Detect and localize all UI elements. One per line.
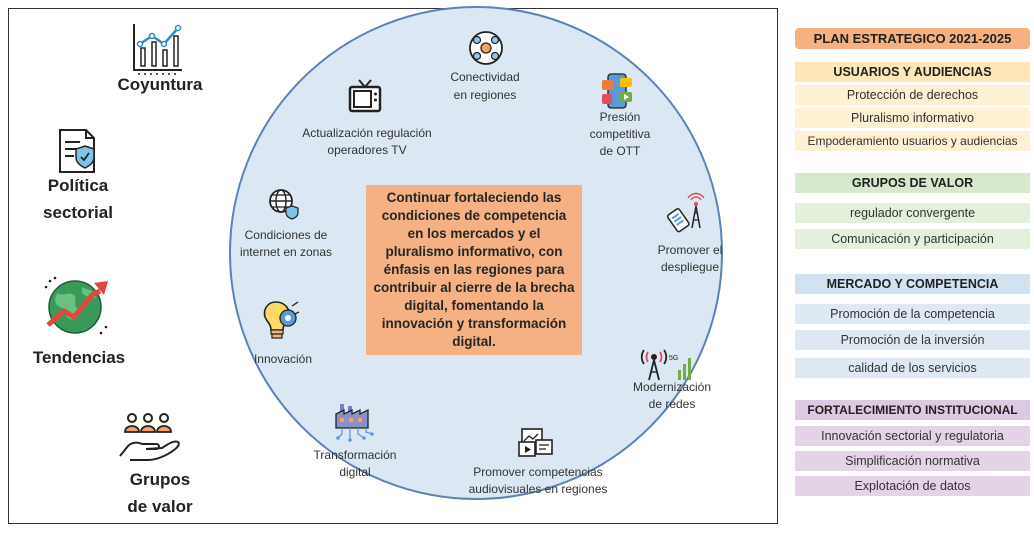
- item-regulador-convergente: regulador convergente: [795, 203, 1030, 223]
- item-calidad-servicios: calidad de los servicios: [795, 358, 1030, 378]
- item-simplificacion-normativa: Simplificación normativa: [795, 451, 1030, 471]
- line-chart-icon: [133, 24, 182, 75]
- label-de-redes: de redes: [648, 397, 696, 411]
- globe-internet-icon: [269, 189, 299, 220]
- label-de-ott: de OTT: [599, 144, 641, 158]
- label-competitiva: competitiva: [589, 127, 651, 141]
- label-operadores-tv: operadores TV: [327, 143, 407, 157]
- item-proteccion-derechos: Protección de derechos: [795, 85, 1030, 105]
- cell-tower-5g-icon: 5G: [640, 349, 691, 381]
- label-presion: Presión: [599, 110, 641, 124]
- label-coyuntura: Coyuntura: [117, 75, 203, 94]
- label-tendencias: Tendencias: [32, 348, 126, 367]
- label-internet-zonas: internet en zonas: [239, 245, 333, 259]
- label-modernizacion: Modernización: [632, 380, 712, 394]
- tv-icon: [348, 79, 382, 113]
- label-digital: digital: [339, 465, 371, 479]
- stakeholders-hand-icon: [119, 413, 180, 461]
- lightbulb-gear-icon: [263, 301, 300, 339]
- label-de-valor: de valor: [127, 497, 193, 516]
- central-objective: Continuar fortaleciendo las condiciones …: [366, 185, 582, 355]
- plan-title: PLAN ESTRATEGICO 2021-2025: [795, 28, 1030, 49]
- central-objective-text: Continuar fortaleciendo las condiciones …: [373, 190, 575, 349]
- media-frames-icon: [518, 428, 553, 457]
- ott-apps-icon: [602, 73, 632, 109]
- document-shield-icon: [59, 129, 95, 173]
- antenna-phone-icon: [666, 192, 705, 233]
- label-actualizacion: Actualización regulación: [302, 126, 432, 140]
- label-despliegue: despliegue: [660, 260, 720, 274]
- label-sectorial: sectorial: [43, 203, 113, 222]
- item-innovacion-sectorial: Innovación sectorial y regulatoria: [795, 426, 1030, 446]
- factory-digital-icon: [335, 404, 374, 442]
- item-explotacion-datos: Explotación de datos: [795, 476, 1030, 496]
- label-transformacion: Transformación: [313, 448, 397, 462]
- section-grupos-title: GRUPOS DE VALOR: [795, 173, 1030, 193]
- label-promover-competencias: Promover competencias: [473, 465, 603, 479]
- label-audiovisuales-regiones: audiovisuales en regiones: [468, 482, 608, 496]
- item-promocion-inversion: Promoción de la inversión: [795, 330, 1030, 350]
- label-condiciones: Condiciones de: [244, 228, 328, 242]
- section-mercado-title: MERCADO Y COMPETENCIA: [795, 274, 1030, 294]
- label-grupos: Grupos: [129, 470, 191, 489]
- item-comunicacion-participacion: Comunicación y participación: [795, 229, 1030, 249]
- badge-5g: 5G: [669, 355, 678, 362]
- item-pluralismo-informativo: Pluralismo informativo: [795, 108, 1030, 128]
- item-empoderamiento: Empoderamiento usuarios y audiencias: [795, 131, 1030, 151]
- globe-trend-icon: [44, 276, 108, 335]
- label-promover-el: Promover el: [657, 243, 723, 257]
- item-promocion-competencia: Promoción de la competencia: [795, 304, 1030, 324]
- label-innovacion: Innovación: [253, 352, 313, 366]
- label-politica: Política: [47, 176, 109, 195]
- label-conectividad: Conectividad: [450, 70, 520, 84]
- section-usuarios-title: USUARIOS Y AUDIENCIAS: [795, 62, 1030, 82]
- network-people-icon: [469, 31, 503, 65]
- section-fortalecimiento-title: FORTALECIMIENTO INSTITUCIONAL: [795, 400, 1030, 420]
- label-en-regiones: en regiones: [453, 88, 517, 102]
